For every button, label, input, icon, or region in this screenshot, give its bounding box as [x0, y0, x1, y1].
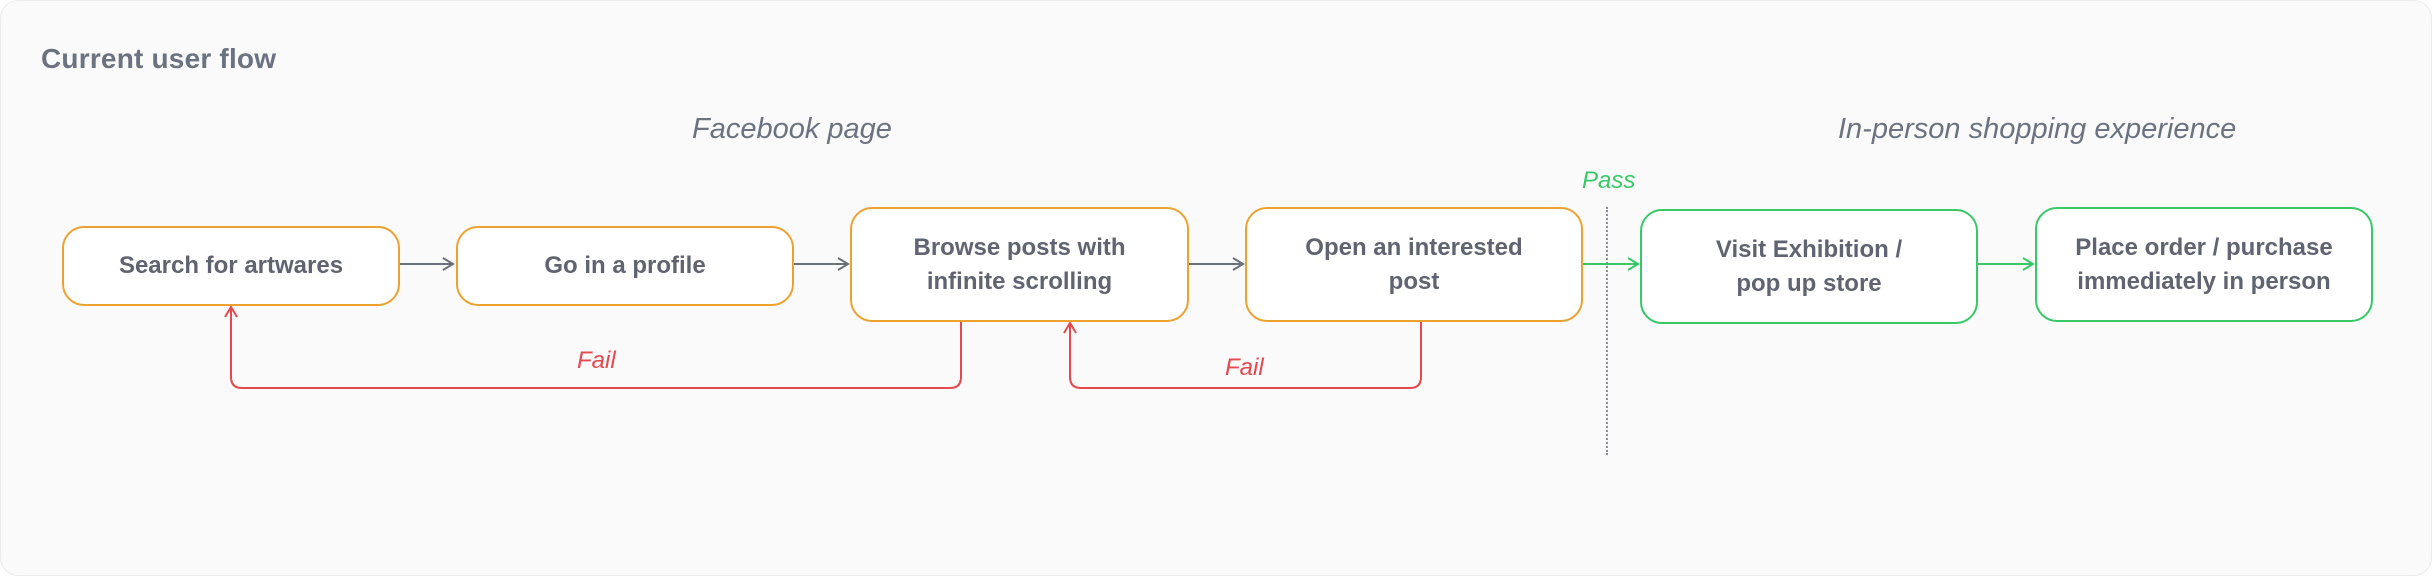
fail-loop-open-to-browse [1063, 321, 1422, 389]
pass-label: Pass [1582, 167, 1636, 194]
stage-divider [1606, 207, 1608, 455]
step-place-order: Place order / purchase immediately in pe… [2035, 207, 2373, 322]
section-label-facebook-page: Facebook page [692, 113, 892, 145]
step-search-for-artwares: Search for artwares [62, 226, 400, 306]
section-label-in-person: In-person shopping experience [1838, 113, 2237, 145]
diagram-title: Current user flow [41, 43, 277, 74]
fail-label-browse-loop: Fail [577, 347, 616, 374]
fail-label-open-loop: Fail [1225, 354, 1264, 381]
step-browse-posts: Browse posts with infinite scrolling [850, 207, 1189, 322]
step-open-interested-post: Open an interested post [1245, 207, 1583, 322]
fail-loop-browse-to-search [224, 305, 962, 389]
step-go-in-a-profile: Go in a profile [456, 226, 794, 306]
step-visit-exhibition: Visit Exhibition / pop up store [1640, 209, 1978, 324]
